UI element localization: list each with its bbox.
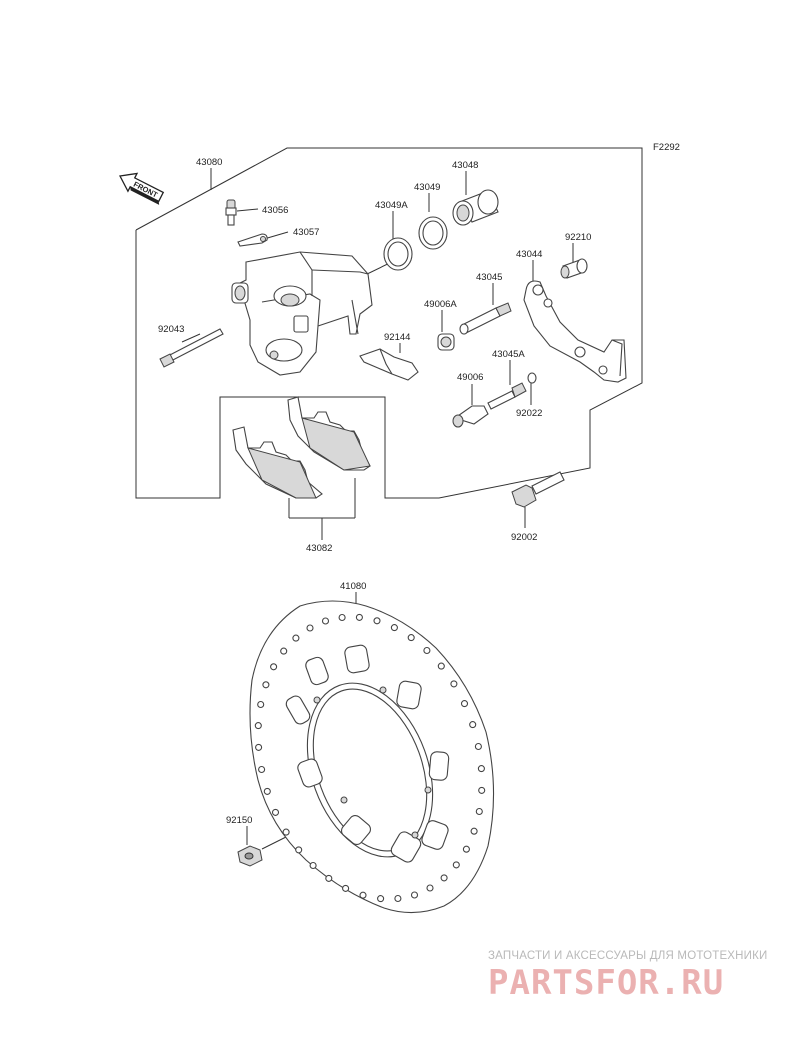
bleeder-valve [225,199,237,226]
disc-hole [254,722,262,730]
disc-hole [377,895,385,903]
disc-hole [309,861,317,870]
label-92022: 92022 [516,408,542,419]
label-41080: 41080 [340,581,366,592]
disc-hole [474,742,482,751]
disc-hole [262,681,270,689]
disc-hole [257,700,265,709]
disc-hole [477,765,485,773]
caliper-pin [459,302,512,335]
disc-hole [437,662,445,670]
disc-hole [475,807,483,816]
caliper-holder [523,280,627,383]
disc-slots [285,644,450,863]
disc-hole [390,624,398,632]
disc-hole [292,634,300,642]
part-labels: 43080 43056 43057 43049A 43049 43048 922… [158,157,591,826]
brake-pad-outer [232,426,323,499]
label-49006: 49006 [457,372,483,383]
circlip [527,372,537,384]
label-43080: 43080 [196,157,222,168]
disc-hole [282,828,290,836]
disc-bolt [237,845,263,867]
label-43045: 43045 [476,272,502,283]
label-43045a: 43045A [492,349,525,360]
disc-hole [450,680,458,688]
label-92150: 92150 [226,815,252,826]
disc-hole [270,663,278,671]
label-43048: 43048 [452,160,478,171]
disc-hole [355,613,363,621]
brake-pad-inner [287,396,371,471]
disc-hole [359,891,367,899]
bleeder-cap [237,233,268,247]
disc-hole [295,846,303,854]
disc-hole [440,874,448,882]
disc-hole [470,827,478,835]
disc-hole [460,700,469,708]
collar [560,258,588,279]
piston-seal [418,216,448,250]
disc-hole [325,874,333,882]
disc-holes [254,613,486,903]
diagram-code: F2292 [653,142,680,153]
disc-hole [321,617,330,625]
label-43049: 43049 [414,182,440,193]
disc-hole [410,891,419,899]
caliper-pin-a [487,382,527,410]
caliper-body [231,251,373,376]
disc-hole [306,624,314,632]
label-43056: 43056 [262,205,288,216]
disc-hole [462,845,470,853]
piston [452,189,499,226]
disc-hole [469,721,477,729]
disc-hole [258,765,266,774]
label-92144: 92144 [384,332,410,343]
watermark-logo: PARTSFOR.RU [488,963,725,1003]
label-43044: 43044 [516,249,542,260]
piston-seal-a [383,237,413,271]
disc-hole [423,646,431,655]
disc-hole [342,884,350,892]
disc-hole [271,808,280,816]
disc-hole [338,613,346,622]
pad-spring [359,348,419,381]
label-43049a: 43049A [375,200,408,211]
label-92002: 92002 [511,532,537,543]
label-92043: 92043 [158,324,184,335]
disc-hole [255,743,263,751]
disc-hole [426,884,434,892]
label-43057: 43057 [293,227,319,238]
label-43082: 43082 [306,543,332,554]
disc-hole [407,634,415,642]
front-arrow: FRONT [119,172,165,205]
caliper-pin-bolt [159,328,224,368]
label-92210: 92210 [565,232,591,243]
boot [452,405,489,428]
holder-bolt [511,471,565,508]
boot-a [437,333,455,351]
disc-hole [280,647,288,655]
disc-hole [452,861,460,869]
disc-mount-holes [313,686,432,839]
disc-hole [263,787,271,795]
label-49006a: 49006A [424,299,457,310]
caliper-assembly-outline [135,147,643,499]
disc-hole [478,786,486,794]
disc-hole [373,617,381,625]
watermark-tagline: ЗАПЧАСТИ И АКСЕССУАРЫ ДЛЯ МОТОТЕХНИКИ [488,950,768,962]
disc-hole [394,894,402,903]
